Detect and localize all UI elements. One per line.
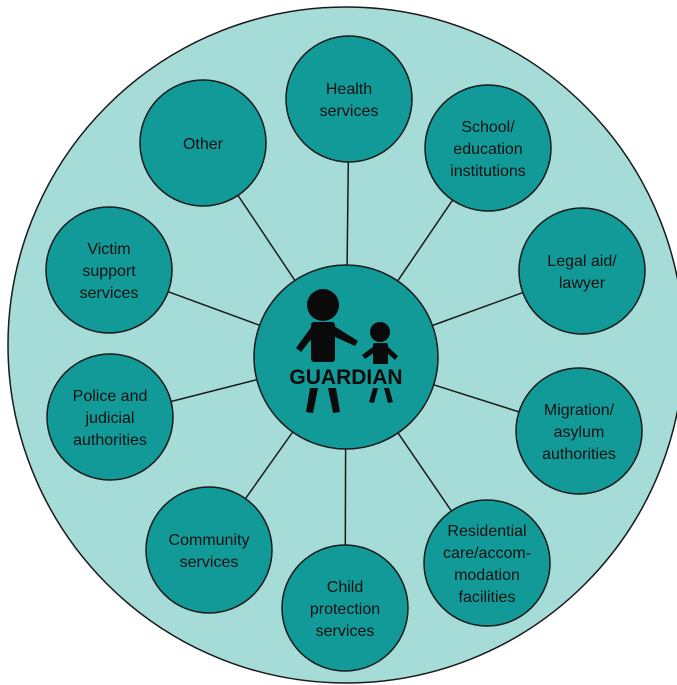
node-school-education-institutions: School/education institutions [424,84,552,212]
node-label-line: Migration/ [544,402,615,419]
node-label-line: authorities [542,446,616,463]
node-label-line: Victim [87,241,130,258]
guardian-label-backdrop [288,364,406,388]
node-circle [46,353,174,481]
node-label-line: Community [169,532,250,549]
node-circle [285,35,413,163]
node-label-line: authorities [73,432,147,449]
connector-migration-asylum-authorities [433,384,520,413]
connector-community-services [244,431,294,500]
node-label-line: Health [326,81,372,98]
node-circle [281,544,409,672]
node-police-and-judicial-authorities: Police and judicial authorities [46,353,174,481]
node-label-line: judicial [85,410,135,427]
node-label-line: education [453,141,522,158]
node-label-line: care/accom- [443,545,531,562]
node-label-line: services [316,623,375,640]
node-label-line: Other [183,136,224,153]
node-label-line: School/ [461,119,515,136]
node-victim-support-services: Victim support services [45,206,173,334]
node-label-line: services [80,285,139,302]
node-child-protection-services: Child protection services [281,544,409,672]
node-community-services: Community services [145,486,273,614]
node-label-line: asylum [554,424,605,441]
node-label-line: support [82,263,136,280]
node-label-line: Residential [447,523,526,540]
connector-school-education-institutions [397,199,454,282]
node-residential-care-accommodation-facilities: Residential care/accom-modation facilities [423,499,551,627]
connectors [167,161,524,546]
connector-health-services [346,161,350,266]
node-label-line: services [320,103,379,120]
guardian-adult-child-icon [296,289,398,413]
connector-residential-care-accommodation-facilities [397,432,453,512]
connector-victim-support-services [167,290,260,327]
node-label-line: Child [327,579,363,596]
node-circle [45,206,173,334]
node-label-line: institutions [450,163,526,180]
node-label-line: facilities [459,589,516,606]
node-health-services: Health services [285,35,413,163]
node-migration-asylum-authorities: Migration/asylum authorities [515,367,643,495]
node-circle [518,207,646,335]
node-circle [424,84,552,212]
center-node: GUARDIAN [253,264,439,450]
node-label-line: protection [310,601,380,618]
connector-police-and-judicial-authorities [170,378,257,403]
node-circle [423,499,551,627]
node-circle [145,486,273,614]
node-label-line: Police and [73,388,148,405]
node-label-line: lawyer [559,275,606,292]
node-legal-aid-lawyer: Legal aid/lawyer [518,207,646,335]
node-label-line: services [180,554,239,571]
connector-legal-aid-lawyer [432,291,524,327]
node-circle [139,79,267,207]
center-circle [253,264,439,450]
node-circle [515,367,643,495]
node-other: Other [139,79,267,207]
connector-other [237,194,296,281]
node-label-line: modation [454,567,520,584]
node-label-line: Legal aid/ [547,253,617,270]
guardian-label: GUARDIAN [289,366,402,389]
outer-nodes: HealthservicesSchool/educationinstitutio… [45,35,646,672]
